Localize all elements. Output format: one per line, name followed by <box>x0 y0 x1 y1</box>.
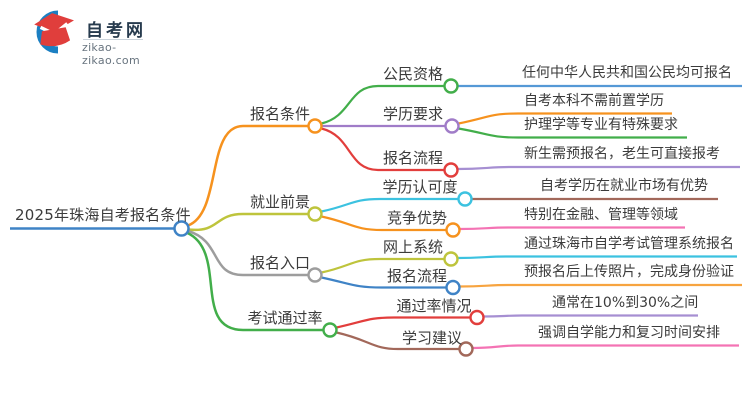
branch1-line <box>187 124 308 227</box>
branch2-line <box>187 212 308 232</box>
child-label-baoming-liucheng-2: 报名流程 <box>386 267 447 285</box>
branch-label-kaoshi-tongguolv: 考试通过率 <box>247 309 323 327</box>
branch3-node-circle <box>307 267 323 283</box>
branch4-node-circle <box>322 322 338 338</box>
logo-cap-icon <box>34 10 74 54</box>
branch3-child2-circle <box>445 279 461 296</box>
leaf-label-job-market-advantage: 自考学历在就业市场有优势 <box>540 178 708 194</box>
branch3-child2-line <box>321 276 446 289</box>
branch1-node-circle <box>307 118 323 134</box>
child-label-baoming-liucheng-1: 报名流程 <box>382 149 443 167</box>
branch4-child1-leaf1-line <box>483 314 698 318</box>
branch-label-baoming-tiaojian: 报名条件 <box>249 105 310 123</box>
child-label-wangshang-xitong: 网上系统 <box>382 238 443 256</box>
site-logo[interactable]: 自考网 zikao-zikao.com <box>28 9 148 67</box>
branch-label-jiuye-qianjing: 就业前景 <box>249 193 310 211</box>
logo-divider <box>83 39 143 40</box>
leaf-label-finance-management: 特别在金融、管理等领域 <box>524 207 678 223</box>
branch-label-baoming-rukou: 报名入口 <box>249 254 310 272</box>
leaf-label-no-prior-degree: 自考本科不需前置学历 <box>524 93 664 109</box>
child-label-xuexi-jianyi: 学习建议 <box>401 329 462 347</box>
logo-domain-text: zikao-zikao.com <box>82 41 140 67</box>
child-label-xueli-yaoqiu: 学历要求 <box>382 105 443 123</box>
branch2-child2-leaf1-line <box>459 226 685 231</box>
branch1-child2-circle <box>444 118 460 134</box>
leaf-label-new-student-preregister: 新生需预报名，老生可直接报考 <box>524 146 720 162</box>
branch1-child2-leaf2-line <box>458 127 687 139</box>
leaf-label-pass-rate-range: 通常在10%到30%之间 <box>552 295 699 311</box>
branch4-child1-line <box>336 316 470 329</box>
child-label-jingzheng-youshi: 竞争优势 <box>386 209 447 227</box>
branch3-child1-circle <box>443 251 459 267</box>
branch4-child1-circle <box>469 309 485 326</box>
branch4-child2-line <box>336 331 459 351</box>
branch1-child3-line <box>321 127 444 172</box>
branch1-child1-line <box>321 84 444 125</box>
branch3-line <box>187 229 308 277</box>
child-label-gongmin-zige: 公民资格 <box>382 65 443 83</box>
branch1-child2-leaf1-line <box>458 112 672 125</box>
leaf-label-upload-photo-verify: 预报名后上传照片，完成身份验证 <box>524 264 734 280</box>
leaf-label-zhuhai-system: 通过珠海市自学考试管理系统报名 <box>524 236 734 252</box>
root-topic-label: 2025年珠海自考报名条件 <box>15 206 191 224</box>
branch2-child1-line <box>321 197 458 213</box>
leaf-label-citizen: 任何中华人民共和国公民均可报名 <box>522 65 732 81</box>
branch3-child1-leaf1-line <box>457 255 737 260</box>
root-node-circle <box>173 220 190 237</box>
branch2-child1-circle <box>457 191 473 207</box>
branch2-child2-circle <box>445 222 461 238</box>
branch4-child2-leaf1-line <box>472 344 739 350</box>
branch1-child1-circle <box>443 78 459 94</box>
branch2-node-circle <box>307 206 323 222</box>
child-label-xueli-renkedu: 学历认可度 <box>382 178 458 196</box>
child-label-tongguolv-qingkuang: 通过率情况 <box>396 297 472 315</box>
logo-title: 自考网 <box>86 21 146 41</box>
branch4-child2-circle <box>458 341 474 357</box>
leaf-label-nursing-special: 护理学等专业有特殊要求 <box>524 117 678 133</box>
branch3-child1-line <box>321 257 444 274</box>
branch3-child2-leaf1-line <box>459 283 742 288</box>
branch1-child3-leaf1-line <box>457 165 740 171</box>
branch4-line <box>186 231 323 332</box>
branch2-child2-line <box>321 215 446 232</box>
branch1-child3-circle <box>443 162 459 178</box>
leaf-label-self-study-advice: 强调自学能力和复习时间安排 <box>538 325 720 341</box>
